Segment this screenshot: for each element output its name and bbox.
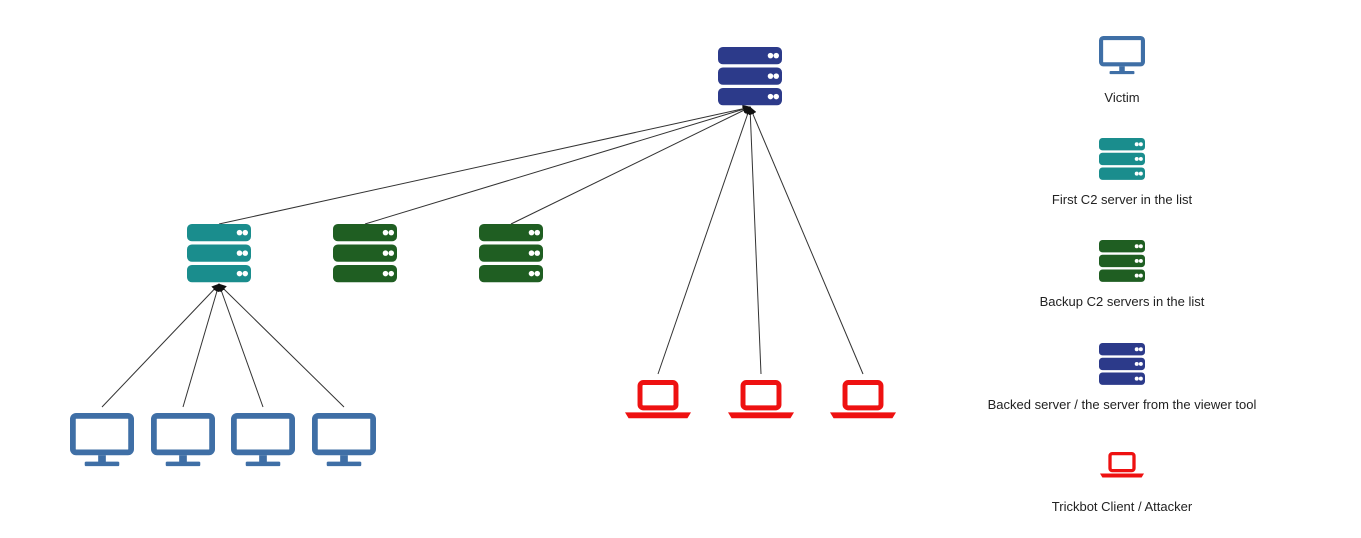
edge-victim-1-to-first-c2-server [101, 283, 220, 408]
victim-monitor-icon [69, 413, 134, 467]
legend-label-backup-c2: Backup C2 servers in the list [1039, 294, 1205, 309]
legend-backend-icon [1099, 343, 1145, 385]
edge-victim-2-to-first-c2-server [182, 283, 221, 408]
network-nodes [69, 47, 896, 467]
legend-label-backend: Backed server / the server from the view… [987, 397, 1257, 412]
edge-victim-3-to-first-c2-server [217, 283, 264, 408]
legend-label-attacker: Trickbot Client / Attacker [1051, 499, 1193, 514]
edge-first-c2-server-to-backend-server [218, 104, 751, 225]
first-c2-server-icon [187, 224, 251, 283]
victim-monitor-icon [151, 413, 216, 467]
legend-backup-c2-icon [1099, 240, 1145, 282]
edge-backup-c2-server-2-to-backend-server [510, 106, 751, 225]
attacker-laptop-icon [830, 380, 896, 419]
edge-attacker-2-to-backend-server [746, 106, 762, 375]
attacker-laptop-icon [728, 380, 794, 419]
legend-victim-icon [1098, 35, 1145, 75]
backend-server-icon [718, 47, 782, 106]
legend-first-c2-icon [1099, 138, 1145, 180]
victim-monitor-icon [231, 413, 296, 467]
legend-label-first-c2: First C2 server in the list [1051, 192, 1193, 207]
legend-icons [1098, 35, 1145, 478]
edge-attacker-1-to-backend-server [657, 106, 752, 375]
connection-lines [101, 104, 864, 408]
victim-monitor-icon [312, 413, 377, 467]
edge-backup-c2-server-1-to-backend-server [364, 105, 751, 225]
edge-victim-4-to-first-c2-server [218, 283, 345, 408]
attacker-laptop-icon [625, 380, 691, 419]
legend-label-victim: Victim [1104, 90, 1140, 105]
edge-attacker-3-to-backend-server [749, 106, 864, 375]
backup-c2-server-icon [333, 224, 397, 283]
legend-attacker-icon [1100, 451, 1144, 478]
backup-c2-server-icon [479, 224, 543, 283]
